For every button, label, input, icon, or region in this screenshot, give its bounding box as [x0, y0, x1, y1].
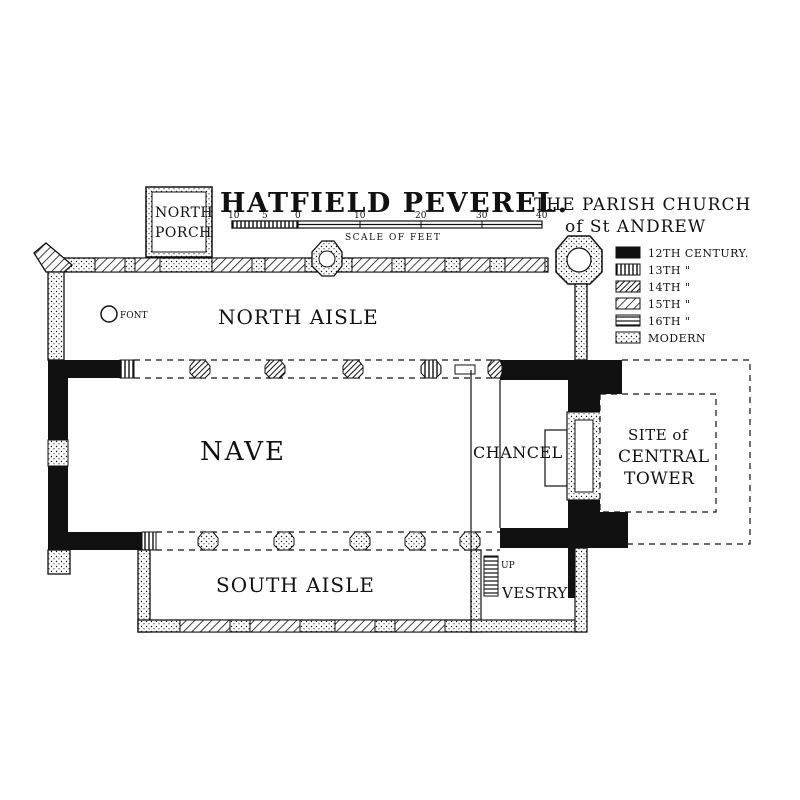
scale-label: SCALE OF FEET — [345, 233, 441, 243]
legend-label: 12TH CENTURY. — [648, 247, 749, 260]
legend-label: MODERN — [648, 332, 706, 345]
vestry-stairs — [483, 555, 499, 597]
pier — [487, 359, 503, 379]
nave-label: NAVE — [200, 437, 286, 467]
scale-bar: 10 5 0 10 20 30 40 SCALE OF FEET — [228, 211, 548, 243]
legend-label: 15TH " — [648, 298, 690, 311]
pier — [349, 531, 371, 551]
scale-tick: 40 — [536, 211, 548, 221]
chancel-label: CHANCEL — [473, 443, 563, 462]
scale-tick: 5 — [262, 211, 268, 221]
pier — [189, 359, 211, 379]
vestry: UP VESTRY — [470, 547, 588, 633]
north-porch-label-1: NORTH — [155, 205, 213, 221]
legend-label: 13TH " — [648, 264, 690, 277]
pier — [264, 359, 286, 379]
legend-item-12th: 12TH CENTURY. — [615, 246, 749, 260]
scale-tick: 30 — [476, 211, 488, 221]
north-porch: NORTH PORCH — [145, 186, 213, 258]
legend-label: 16TH " — [648, 315, 690, 328]
title-main: HATFIELD PEVEREL. — [220, 188, 569, 219]
nave-walls-12th — [48, 360, 628, 598]
south-arcade — [141, 531, 500, 551]
pier — [420, 359, 442, 379]
central-tower-site: SITE of CENTRAL TOWER — [599, 359, 751, 545]
legend: 12TH CENTURY. 13TH " 14TH " 15TH " 16TH … — [615, 246, 749, 345]
font-label: FONT — [120, 311, 148, 321]
site-label-2: CENTRAL — [618, 447, 710, 467]
north-arcade — [119, 359, 500, 379]
site-label-1: SITE of — [628, 426, 689, 444]
north-piers — [189, 359, 503, 379]
north-porch-label-2: PORCH — [155, 225, 212, 241]
pier — [197, 531, 219, 551]
title-block: HATFIELD PEVEREL. THE PARISH CHURCH of S… — [220, 188, 751, 237]
scale-tick: 10 — [354, 211, 366, 221]
title-sub2: of St ANDREW — [565, 217, 706, 237]
stairs-up-label: UP — [501, 561, 515, 571]
legend-item-15th: 15TH " — [615, 297, 690, 311]
font-symbol — [100, 305, 118, 323]
pier — [342, 359, 364, 379]
vestry-label: VESTRY — [501, 584, 568, 602]
north-aisle-wall — [63, 240, 549, 277]
legend-item-modern: MODERN — [615, 331, 706, 345]
legend-item-13th: 13TH " — [615, 263, 690, 277]
pier — [459, 531, 481, 551]
pier — [404, 531, 426, 551]
ne-turret — [555, 235, 603, 285]
legend-item-16th: 16TH " — [615, 314, 690, 328]
title-sub1: THE PARISH CHURCH — [534, 195, 751, 215]
south-aisle-label: SOUTH AISLE — [216, 573, 375, 597]
nw-buttress — [33, 242, 73, 273]
font: FONT — [100, 305, 148, 323]
south-piers — [197, 531, 481, 551]
scale-tick: 10 — [228, 211, 240, 221]
site-label-3: TOWER — [624, 469, 695, 489]
legend-label: 14TH " — [648, 281, 690, 294]
north-aisle-label: NORTH AISLE — [218, 305, 379, 329]
pier — [273, 531, 295, 551]
scale-tick: 20 — [415, 211, 427, 221]
south-aisle: SOUTH AISLE — [137, 549, 473, 633]
legend-item-14th: 14TH " — [615, 280, 690, 294]
scale-tick: 0 — [295, 211, 301, 221]
